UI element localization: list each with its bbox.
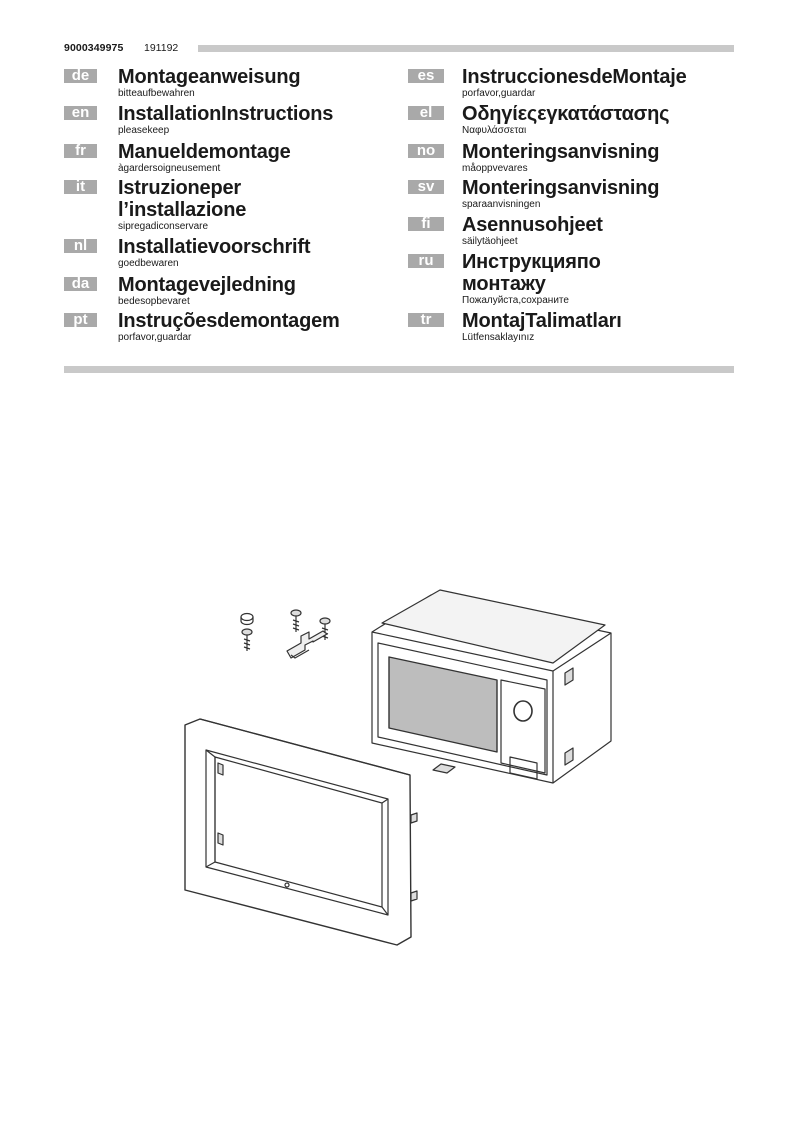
entry-subtitle: måoppvevares bbox=[462, 163, 528, 174]
language-entry-tr: tr MontajTalimatları Lütfensaklayınız bbox=[408, 310, 738, 346]
entry-title: InstruccionesdeMontaje bbox=[462, 66, 687, 88]
screw-icon bbox=[241, 628, 253, 651]
language-entry-ru: ru Инструкцияпо монтажу Пожалуйста,сохра… bbox=[408, 251, 738, 310]
entry-title: Monteringsanvisning bbox=[462, 177, 660, 199]
entry-title: Manueldemontage bbox=[118, 141, 291, 163]
entry-subtitle: pleasekeep bbox=[118, 125, 170, 136]
entry-title: Monteringsanvisning bbox=[462, 141, 660, 163]
language-entry-pt: pt Instruçõesdemontagem porfavor,guardar bbox=[64, 310, 394, 346]
entry-subtitle: àgardersoigneusement bbox=[118, 163, 221, 174]
entry-subtitle: bitteaufbewahren bbox=[118, 88, 195, 99]
entry-subtitle: säilytäohjeet bbox=[462, 236, 518, 247]
entry-title: Инструкцияпо монтажу bbox=[462, 251, 601, 295]
language-entry-fr: fr Manueldemontage àgardersoigneusement bbox=[64, 141, 394, 177]
entry-title: Instruçõesdemontagem bbox=[118, 310, 340, 332]
lang-badge-fi: fi bbox=[408, 216, 444, 231]
microwave-installation-icon bbox=[184, 589, 612, 946]
language-entry-es: es InstruccionesdeMontaje porfavor,guard… bbox=[408, 66, 738, 103]
entry-subtitle: bedesopbevaret bbox=[118, 296, 190, 307]
language-column-left: de Montageanweisung bitteaufbewahren en … bbox=[64, 66, 394, 346]
lang-badge-el: el bbox=[408, 105, 444, 120]
entry-subtitle: Lütfensaklayınız bbox=[462, 332, 535, 343]
lang-badge-it: it bbox=[64, 179, 97, 194]
entry-title: Asennusohjeet bbox=[462, 214, 603, 236]
lang-badge-nl: nl bbox=[64, 238, 97, 253]
entry-subtitle: sipregadiconservare bbox=[118, 221, 209, 232]
language-entry-no: no Monteringsanvisning måoppvevares bbox=[408, 141, 738, 177]
lang-badge-no: no bbox=[408, 143, 444, 158]
entry-title: Montageanweisung bbox=[118, 66, 301, 88]
lang-badge-en: en bbox=[64, 105, 97, 120]
entry-subtitle: Ναφυλάσσεται bbox=[462, 125, 527, 136]
entry-subtitle: porfavor,guardar bbox=[118, 332, 192, 343]
entry-subtitle: Пожалуйста,сохраните bbox=[462, 295, 569, 306]
entry-subtitle: porfavor,guardar bbox=[462, 88, 536, 99]
entry-title: MontajTalimatları bbox=[462, 310, 622, 332]
language-entry-it: it Istruzioneper l’installazione siprega… bbox=[64, 177, 394, 236]
entry-title: InstallationInstructions bbox=[118, 103, 334, 125]
section-divider bbox=[64, 366, 734, 373]
lang-badge-tr: tr bbox=[408, 312, 444, 327]
screw-cap-icon bbox=[240, 612, 254, 626]
document-number: 9000349975 bbox=[64, 42, 124, 54]
lang-badge-es: es bbox=[408, 68, 444, 83]
entry-subtitle: sparaanvisningen bbox=[462, 199, 541, 210]
entry-title: Istruzioneper l’installazione bbox=[118, 177, 247, 221]
entry-title: Οδηγίεςεγκατάστασης bbox=[462, 103, 670, 125]
screw-icon bbox=[290, 609, 302, 632]
lang-badge-pt: pt bbox=[64, 312, 97, 327]
lang-badge-ru: ru bbox=[408, 253, 444, 268]
lang-badge-fr: fr bbox=[64, 143, 97, 158]
entry-title: Montagevejledning bbox=[118, 274, 296, 296]
language-column-right: es InstruccionesdeMontaje porfavor,guard… bbox=[408, 66, 738, 346]
language-entry-en: en InstallationInstructions pleasekeep bbox=[64, 103, 394, 141]
entry-subtitle: goedbewaren bbox=[118, 258, 179, 269]
document-header: 9000349975 191192 bbox=[64, 42, 734, 56]
installation-frame-icon bbox=[184, 718, 418, 946]
lang-badge-da: da bbox=[64, 276, 97, 291]
document-date: 191192 bbox=[144, 42, 179, 54]
lang-badge-de: de bbox=[64, 68, 97, 83]
language-entry-nl: nl Installatievoorschrift goedbewaren bbox=[64, 236, 394, 274]
microwave-icon bbox=[371, 589, 612, 784]
language-entry-da: da Montagevejledning bedesopbevaret bbox=[64, 274, 394, 310]
language-entry-de: de Montageanweisung bitteaufbewahren bbox=[64, 66, 394, 103]
lang-badge-sv: sv bbox=[408, 179, 444, 194]
language-entry-el: el Οδηγίεςεγκατάστασης Ναφυλάσσεται bbox=[408, 103, 738, 141]
language-entry-sv: sv Monteringsanvisning sparaanvisningen bbox=[408, 177, 738, 214]
mounting-bracket-icon bbox=[286, 630, 328, 659]
header-divider bbox=[198, 45, 734, 52]
entry-title: Installatievoorschrift bbox=[118, 236, 311, 258]
language-entry-fi: fi Asennusohjeet säilytäohjeet bbox=[408, 214, 738, 251]
